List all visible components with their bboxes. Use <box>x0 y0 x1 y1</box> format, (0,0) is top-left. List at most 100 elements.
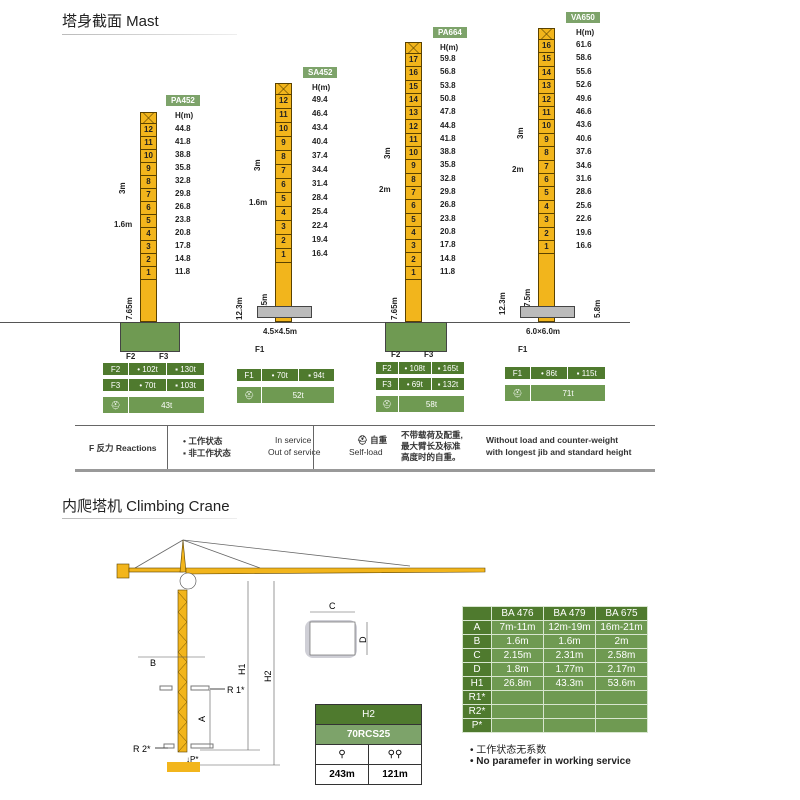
model-badge: VA650 <box>566 12 600 23</box>
mast-section: 10 <box>406 146 421 161</box>
model-badge: PA452 <box>166 95 200 106</box>
height-value: 49.6 <box>576 93 592 103</box>
mast-section: 14 <box>406 93 421 108</box>
mast-section: 11 <box>406 133 421 148</box>
dim-width: 1.6m <box>249 198 268 207</box>
reaction-in: • 102t <box>129 363 166 375</box>
height-value: 52.6 <box>576 80 592 90</box>
reaction-row: F2• 108t▪ 165t <box>376 362 465 374</box>
height-value: 35.8 <box>440 160 456 170</box>
dim-c: C <box>329 601 336 611</box>
mast-section: 15 <box>406 80 421 94</box>
self-load-icon: ⛑ <box>357 435 368 445</box>
height-value: 22.4 <box>312 221 328 230</box>
divider <box>62 34 237 35</box>
force-label: F3 <box>159 352 169 361</box>
mast-section: 11 <box>539 106 554 121</box>
mast-section: 11 <box>276 108 291 123</box>
out-service-en: Out of service <box>268 447 321 457</box>
reaction-out: ▪ 132t <box>431 378 464 390</box>
mast-section: 10 <box>141 149 156 163</box>
mast-section: 3 <box>141 240 156 254</box>
table-cell: R2* <box>462 704 492 719</box>
mast-section-title: 塔身截面 Mast <box>62 13 159 30</box>
self-load-icon: ⛑ <box>237 387 262 403</box>
mast-section: 7 <box>539 160 554 174</box>
height-value: 26.8 <box>175 202 191 211</box>
mast-section: 3 <box>539 213 554 228</box>
reaction-in: • 70t <box>262 369 298 381</box>
mast-section: 9 <box>276 136 291 151</box>
dim-width: 2m <box>379 185 391 194</box>
legend: F 反力 Reactions • 工作状态 ▪ 非工作状态 In service… <box>75 425 655 472</box>
height-value: 23.8 <box>440 213 456 223</box>
mast-section: 7 <box>276 164 291 179</box>
height-value: 35.8 <box>175 163 191 172</box>
mast-section: 5 <box>539 186 554 201</box>
mast-section: 16 <box>406 66 421 81</box>
reaction-out: ▪ 165t <box>431 362 464 374</box>
height-value: 44.8 <box>175 124 191 133</box>
dim-base: 7.5m <box>523 288 532 308</box>
table-cell <box>491 718 544 733</box>
h2-title: H2 <box>315 704 422 725</box>
height-value: 20.8 <box>175 228 191 237</box>
mast-top-icon <box>539 29 554 40</box>
height-value: 38.8 <box>440 147 456 157</box>
table-cell <box>491 690 544 705</box>
height-value: 28.6 <box>576 187 592 197</box>
reaction-label: F1 <box>237 369 261 381</box>
self-load-value: 43t <box>129 397 204 413</box>
height-value: 50.8 <box>440 93 456 103</box>
self-load-row: ⛑43t <box>103 397 205 413</box>
model-badge: PA664 <box>433 27 467 38</box>
reaction-out: ▪ 130t <box>167 363 204 375</box>
height-value: 41.8 <box>175 137 191 146</box>
height-value: 19.6 <box>576 227 592 237</box>
mast-section: 8 <box>406 173 421 187</box>
height-value: 29.8 <box>175 189 191 198</box>
height-value: 20.8 <box>440 226 456 236</box>
table-cell: 43.3m <box>543 676 596 691</box>
mast-section: 6 <box>539 173 554 188</box>
dim-base: 7.65m <box>390 297 399 321</box>
single-hook-icon: ⚲ <box>315 744 369 765</box>
reaction-label: F1 <box>505 367 530 379</box>
table-cell: 1.6m <box>491 634 544 649</box>
height-value: 53.8 <box>440 80 456 90</box>
mast-section: 3 <box>406 239 421 254</box>
table-cell: 16m-21m <box>595 620 648 635</box>
mast-section: 2 <box>141 253 156 267</box>
mast-section: 2 <box>276 234 291 249</box>
table-cell: 1.77m <box>543 662 596 677</box>
height-value: 34.6 <box>576 160 592 170</box>
dim-b: B <box>150 658 156 668</box>
reaction-out: ▪ 103t <box>167 379 204 391</box>
force-label: F1 <box>518 345 528 354</box>
mast-section: 1 <box>276 248 291 263</box>
height-value: 46.6 <box>576 107 592 116</box>
table-cell: P* <box>462 718 492 733</box>
force-label: F3 <box>424 350 434 359</box>
mast-section: 4 <box>141 227 156 241</box>
dim-a: A <box>197 716 207 722</box>
dim-section: 3m <box>118 182 127 194</box>
table-cell: 26.8m <box>491 676 544 691</box>
double-hook-icon: ⚲⚲ <box>368 744 422 765</box>
reaction-label: F2 <box>103 363 128 375</box>
chassis <box>257 306 312 318</box>
mast-section: 6 <box>141 201 156 215</box>
mast-section: 13 <box>406 106 421 121</box>
height-value: 31.4 <box>312 179 328 188</box>
reaction-in: • 86t <box>530 367 568 379</box>
height-value: 59.8 <box>440 54 456 63</box>
force-label: F2 <box>391 350 401 359</box>
